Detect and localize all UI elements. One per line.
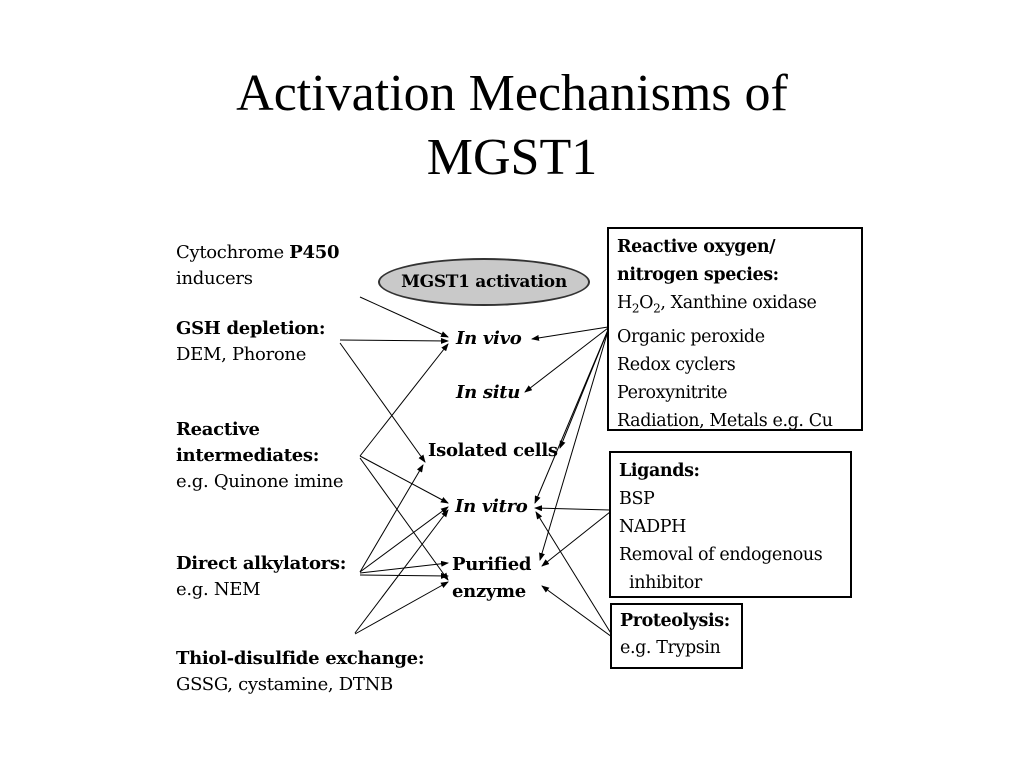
arrow-thiol-invitro [354, 509, 449, 634]
ros-item-h2o2: H2O2, Xanthine oxidase [617, 293, 817, 316]
ros-box: Reactive oxygen/ nitrogen species: H2O2,… [607, 227, 863, 431]
source-reactive-head2: intermediates: [176, 445, 320, 466]
ligands-item-removal: Removal of endogenous [619, 545, 823, 565]
mgst1-activation-oval: MGST1 activation [378, 258, 590, 306]
arrow-alkyl-isolated [359, 464, 424, 573]
source-thiol-head: Thiol-disulfide exchange: [176, 648, 425, 669]
arrow-ligands-invitro [534, 505, 611, 512]
ligands-item-nadph: NADPH [619, 517, 687, 537]
source-gsh: GSH depletion: DEM, Phorone [176, 316, 326, 368]
arrow-thiol-purified [354, 581, 449, 635]
target-purified-enzyme: Purified enzyme [452, 551, 531, 605]
proteolysis-box: Proteolysis: e.g. Trypsin [610, 603, 743, 669]
ligands-item-inhibitor: inhibitor [629, 573, 702, 593]
arrow-proteolysis-invitro [535, 511, 613, 636]
ros-item-organic-peroxide: Organic peroxide [617, 326, 765, 347]
ros-header-2: nitrogen species: [617, 265, 779, 285]
arrow-ros-insitu [524, 327, 609, 393]
source-p450-text-a: Cytochrome [176, 242, 290, 263]
source-p450-text-b: P450 [289, 242, 340, 263]
source-alkyl-head: Direct alkylators: [176, 553, 347, 574]
title-line-1: Activation Mechanisms of [236, 65, 788, 122]
target-isolated-cells: Isolated cells [428, 440, 558, 461]
arrow-ros-purified [539, 330, 609, 561]
arrow-reactive-invitro [359, 455, 449, 504]
arrow-ligands-purified [541, 511, 611, 567]
ros-header-1: Reactive oxygen/ [617, 237, 776, 257]
source-gsh-body: DEM, Phorone [176, 344, 307, 365]
ligands-box: Ligands: BSP NADPH Removal of endogenous… [609, 451, 852, 598]
arrow-alkyl-invitro [359, 506, 449, 573]
ros-item-redox-cyclers: Redox cyclers [617, 354, 736, 375]
arrow-ros-invitro [534, 329, 609, 504]
ros-item-radiation: Radiation, Metals e.g. Cu [617, 410, 833, 431]
arrow-reactive-purified [359, 457, 449, 581]
source-reactive-head1: Reactive [176, 419, 260, 440]
arrow-p450-invivo [359, 296, 449, 338]
target-in-vivo: In vivo [456, 328, 522, 349]
source-thiol-body: GSSG, cystamine, DTNB [176, 674, 393, 695]
target-purified-line2: enzyme [452, 581, 526, 602]
arrow-proteolysis-purified [541, 585, 613, 638]
arrow-gsh-invivo [339, 337, 449, 344]
source-p450-line2: inducers [176, 268, 253, 289]
target-in-situ: In situ [456, 382, 521, 403]
arrow-ros-invivo [531, 326, 609, 341]
arrow-gsh-isolated [339, 342, 426, 463]
target-in-vitro: In vitro [455, 496, 528, 517]
source-alkyl-body: e.g. NEM [176, 579, 261, 600]
proteolysis-header: Proteolysis: [620, 611, 730, 631]
ligands-header: Ligands: [619, 461, 700, 481]
source-thiol: Thiol-disulfide exchange: GSSG, cystamin… [176, 646, 424, 698]
proteolysis-item-trypsin: e.g. Trypsin [620, 638, 721, 658]
slide-title: Activation Mechanisms of MGST1 [0, 62, 1024, 190]
source-alkyl: Direct alkylators: e.g. NEM [176, 551, 346, 603]
target-purified-line1: Purified [452, 554, 532, 575]
source-reactive: Reactive intermediates: e.g. Quinone imi… [176, 417, 344, 495]
ros-item-peroxynitrite: Peroxynitrite [617, 382, 728, 403]
source-reactive-body: e.g. Quinone imine [176, 471, 344, 492]
source-gsh-head: GSH depletion: [176, 318, 326, 339]
arrow-alkyl-purified-2 [359, 572, 449, 579]
source-p450: Cytochrome P450 inducers [176, 240, 340, 292]
ligands-item-bsp: BSP [619, 489, 655, 509]
title-line-2: MGST1 [426, 129, 598, 186]
arrow-reactive-invivo [359, 343, 449, 457]
